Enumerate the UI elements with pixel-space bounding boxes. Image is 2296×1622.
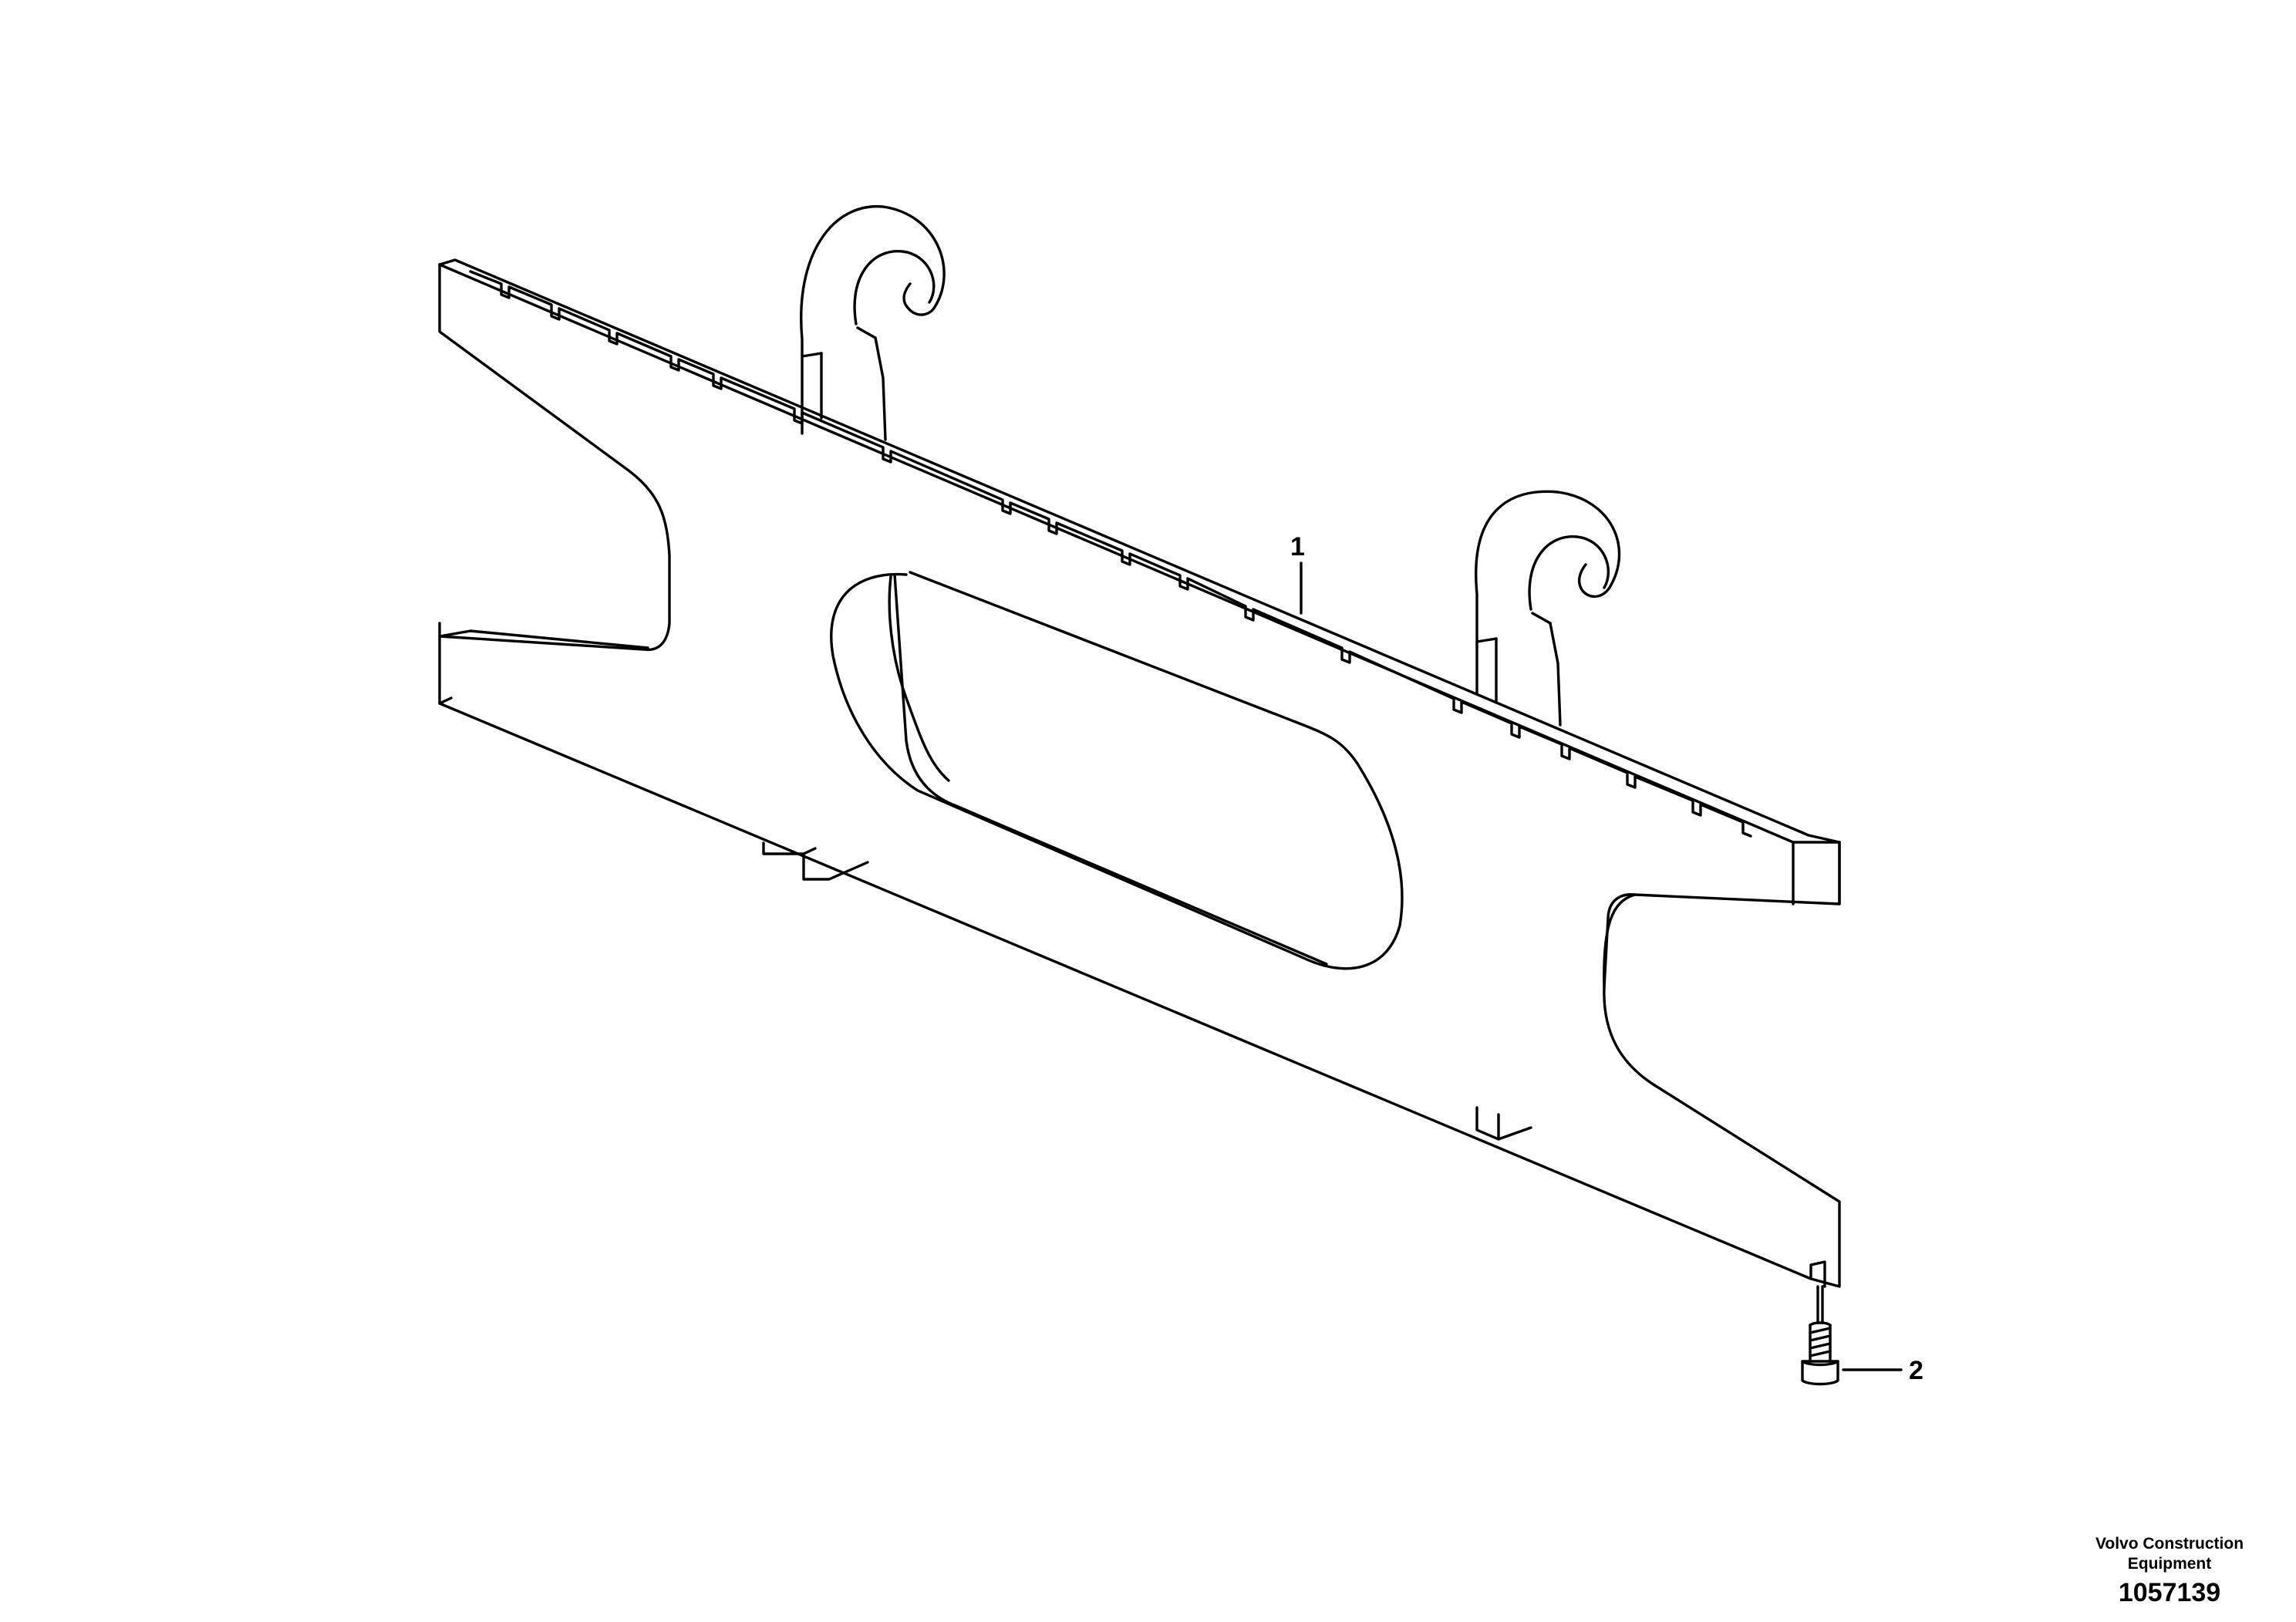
rear-lug-right [1475, 1106, 1532, 1141]
hook-right [1475, 490, 1621, 727]
frame-body [438, 258, 1841, 1288]
rear-lug-left [762, 841, 869, 881]
callout-1-label: 1 [1290, 532, 1305, 561]
callout-2-label: 2 [1909, 1356, 1923, 1385]
screw [1801, 1285, 1839, 1386]
manufacturer-name-line1: Volvo Construction [2095, 1535, 2244, 1553]
center-slot [830, 571, 1404, 970]
top-ridge-notches [469, 270, 1752, 838]
manufacturer-name-line2: Equipment [2127, 1555, 2212, 1573]
hook-left [800, 205, 946, 441]
drawing-number: 1057139 [2118, 1578, 2221, 1607]
